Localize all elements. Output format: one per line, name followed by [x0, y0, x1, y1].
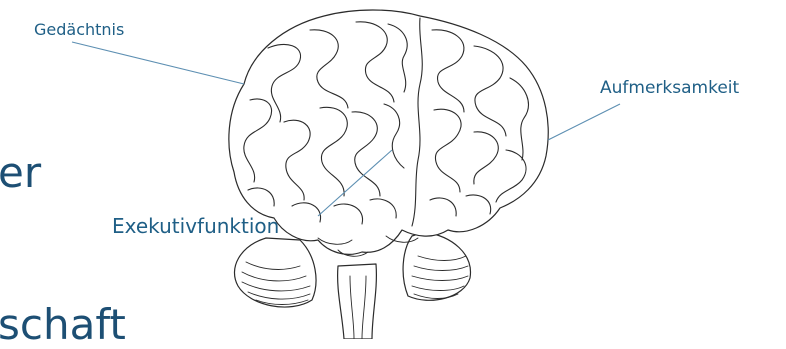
brain-diagram [0, 0, 786, 339]
label-executive-function: Exekutivfunktion [112, 214, 279, 238]
brain-illustration [229, 10, 548, 339]
label-memory: Gedächtnis [34, 20, 124, 39]
background-text-line2: schaft [0, 300, 126, 349]
brain-stem [338, 264, 377, 339]
cerebellum-left [234, 238, 316, 307]
leader-line-attention [548, 104, 620, 140]
leader-line-memory [72, 42, 244, 84]
label-attention: Aufmerksamkeit [600, 78, 739, 98]
background-text-line1: er [0, 148, 41, 197]
